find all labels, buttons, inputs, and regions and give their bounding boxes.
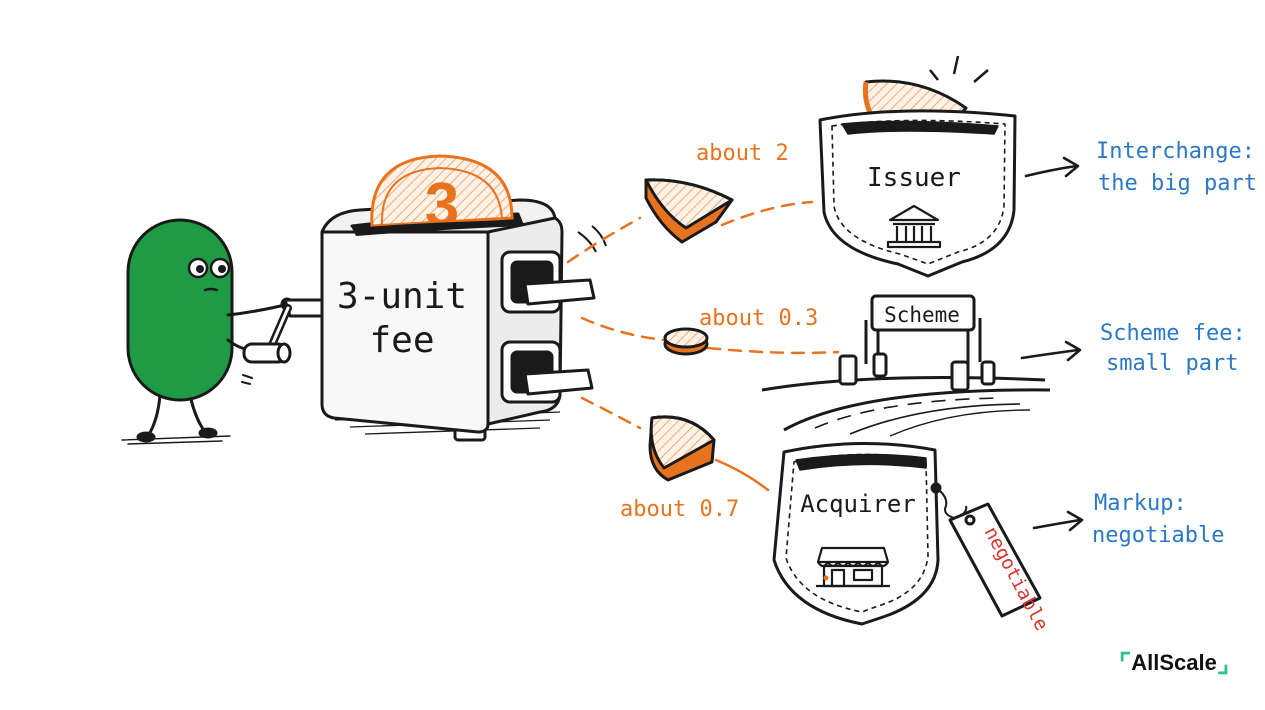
issuer-note-line1: Interchange:	[1096, 139, 1255, 164]
toaster-ports	[500, 225, 607, 404]
brand-name: AllScale	[1131, 650, 1217, 675]
slice-piece-large	[644, 178, 734, 244]
note-arrows	[1020, 156, 1084, 532]
scheme-gate	[761, 294, 1051, 437]
slice-piece-small	[663, 327, 709, 356]
acquirer-note-line2: negotiable	[1092, 523, 1224, 548]
issuer-pocket	[818, 55, 1017, 278]
toaster-label-line2: fee	[369, 320, 434, 361]
coin-icon: 3	[370, 154, 514, 240]
slice-piece-medium	[648, 415, 716, 482]
acquirer-title: Acquirer	[800, 490, 916, 518]
crank-handle	[242, 298, 324, 364]
bank-icon	[886, 204, 942, 249]
flow-lines	[566, 200, 840, 492]
logo-bracket-right-icon: ⌟	[1216, 648, 1229, 678]
acquirer-pocket	[772, 441, 1042, 626]
scheme-note-line2: small part	[1106, 351, 1238, 376]
toaster-label-line1: 3-unit	[337, 276, 467, 317]
slice-amount-2: about 0.3	[699, 306, 818, 331]
character-body	[126, 218, 234, 402]
storefront-icon	[816, 546, 890, 588]
slice-amount-1: about 2	[696, 141, 789, 166]
scheme-note-line1: Scheme fee:	[1100, 321, 1246, 346]
issuer-note-line2: the big part	[1098, 171, 1257, 196]
character-eyes	[187, 257, 231, 279]
issuer-title: Issuer	[867, 163, 961, 193]
acquirer-note-line1: Markup:	[1094, 491, 1187, 516]
character	[121, 218, 294, 445]
brand-logo: ⌜ AllScale ⌟	[1119, 650, 1229, 676]
slice-amount-3: about 0.7	[620, 497, 739, 522]
logo-bracket-left-icon: ⌜	[1119, 648, 1132, 678]
scheme-title: Scheme	[884, 303, 960, 327]
